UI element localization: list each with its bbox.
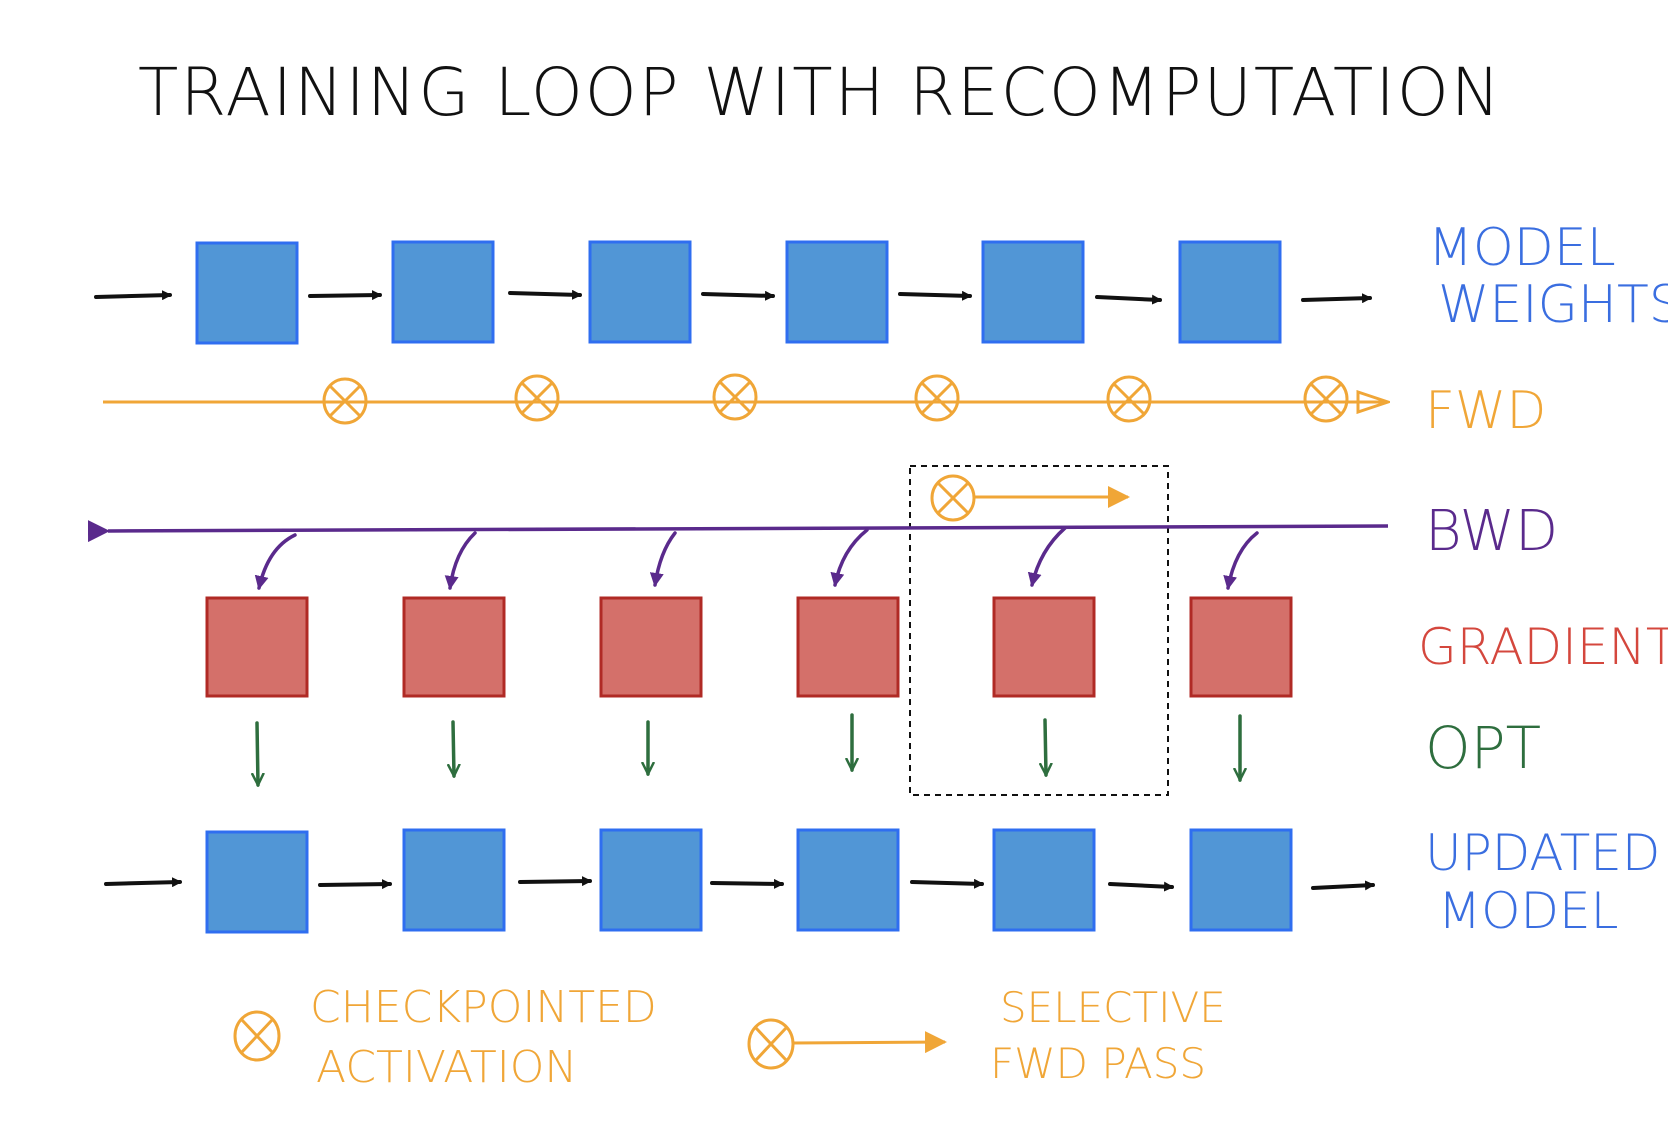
updated-block [796,828,900,932]
checkpoint-marker [514,374,560,422]
updated-block [205,830,309,934]
checkpoint-marker [322,377,368,425]
updated-model-blocks [205,828,1293,934]
gradient-block [796,596,900,698]
weight-block [588,240,692,344]
gradient-block [1189,596,1293,698]
gradient-block [992,596,1096,698]
fwd-pass-line [103,373,1388,425]
checkpoint-marker [1303,375,1349,423]
legend-selective-symbol [747,1018,947,1070]
legend-checkpoint-label: CHECKPOINTED ACTIVATION [310,982,671,1093]
gradient-blocks [205,596,1293,698]
gradient-block [599,596,703,698]
legend-selective-line2: FWD PASS [990,1039,1206,1088]
model-weights-label-line2: WEIGHTS [1438,275,1668,335]
legend-checkpoint-line1: CHECKPOINTED [310,982,657,1033]
bwd-pass-line [87,520,1389,590]
weights-flow-arrows [94,289,1372,305]
model-weights-row [94,240,1372,345]
updated-block [599,828,703,932]
gradient-block [205,596,309,698]
checkpoint-marker [712,373,758,421]
legend: CHECKPOINTED ACTIVATION SELECTIVE FWD PA… [233,982,1239,1093]
opt-arrows [257,713,1240,785]
updated-model-label-line2: MODEL [1438,882,1618,940]
updated-block [992,828,1096,932]
weight-block [785,240,889,344]
updated-model-label: UPDATED MODEL [1425,824,1668,940]
model-weights-label-line1: MODEL [1428,218,1616,278]
weight-block [981,240,1085,344]
weight-block [1178,240,1282,344]
opt-label: OPT [1425,714,1541,782]
recompute-highlight-box [909,465,1169,796]
legend-selective-label: SELECTIVE FWD PASS [990,983,1239,1088]
weight-block [391,240,495,344]
legend-selective-line1: SELECTIVE [1000,983,1226,1032]
updated-block [402,828,506,932]
checkpoint-markers [322,373,1349,425]
legend-checkpoint-symbol [233,1010,281,1062]
updated-model-row [104,828,1375,934]
gradients-label: GRADIENTS [1418,618,1668,676]
diagram-title: TRAINING LOOP WITH RECOMPUTATION [138,54,1502,131]
selective-fwd-arrow [930,474,1130,522]
legend-checkpoint-line2: ACTIVATION [316,1042,577,1093]
updated-model-label-line1: UPDATED [1425,824,1660,882]
weight-block [195,241,299,345]
weight-blocks [195,240,1282,345]
updated-block [1189,828,1293,932]
checkpoint-marker [914,374,960,422]
updated-flow-arrows [104,876,1375,892]
gradient-block [402,596,506,698]
checkpoint-marker [1106,375,1152,423]
model-weights-label: MODEL WEIGHTS [1428,218,1668,335]
bwd-gradient-arrows [254,526,1259,590]
fwd-label: FWD [1425,381,1546,441]
bwd-label: BWD [1425,499,1558,564]
